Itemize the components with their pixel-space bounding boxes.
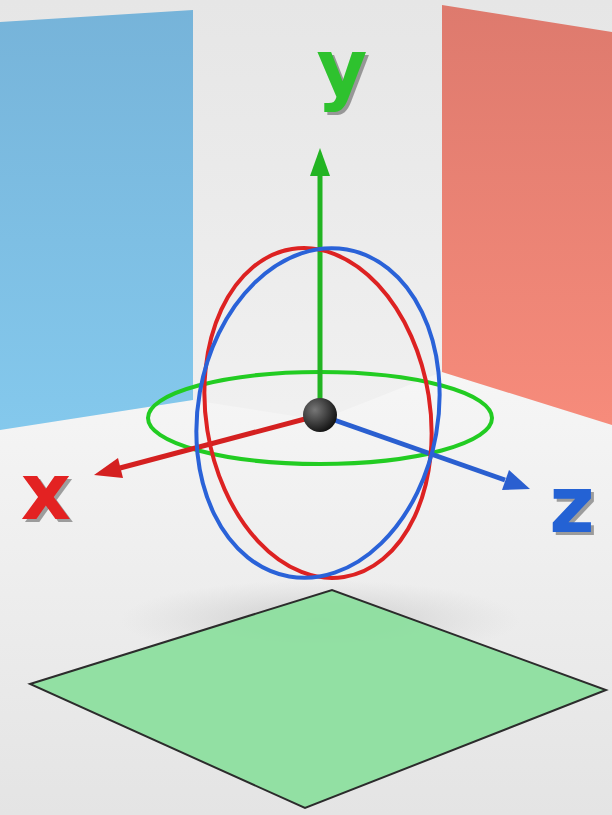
xz-plane (30, 590, 606, 808)
axis-label: x (21, 453, 71, 531)
yz-plane (0, 10, 193, 430)
y-axis (318, 172, 323, 415)
xy-plane (442, 5, 612, 425)
x-axis (120, 415, 320, 468)
y-arrowhead (310, 148, 330, 176)
axis-label: y (317, 29, 368, 107)
z-axis (320, 415, 505, 480)
floor (0, 372, 612, 815)
z-arrowhead (502, 470, 530, 490)
x-arrowhead (94, 458, 123, 478)
axis-label: z (549, 466, 594, 544)
x-rotation-ring (181, 232, 454, 595)
origin-sphere (303, 398, 337, 432)
z-rotation-ring (171, 229, 465, 598)
